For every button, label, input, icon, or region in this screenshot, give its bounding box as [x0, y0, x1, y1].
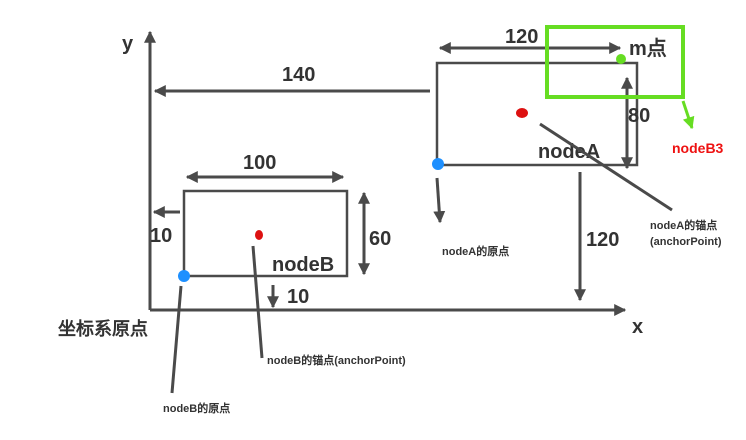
node-b-offset-y-label: 10 — [287, 286, 309, 308]
x-axis-label: x — [632, 316, 643, 338]
node-a-origin-dot — [432, 158, 444, 170]
node-a-offset-y-label: 120 — [586, 229, 619, 251]
node-a-name: nodeA — [538, 141, 600, 163]
node-a-height-label: 80 — [628, 105, 650, 127]
y-axis-label: y — [122, 33, 134, 55]
node-b-anchor-dot — [255, 230, 263, 240]
node-b-offset-x-label: 10 — [150, 225, 172, 247]
node-a-anchor-caption-line2: (anchorPoint) — [650, 236, 722, 248]
origin-label: 坐标系原点 — [58, 318, 148, 340]
node-b-width-label: 100 — [243, 152, 276, 174]
node-a-offset-x-label: 140 — [282, 64, 315, 86]
node-b-rect — [182, 189, 349, 278]
node-b-origin-caption: nodeB的原点 — [163, 401, 230, 415]
node-b3-label: nodeB3 — [672, 140, 724, 156]
node-a-width-label: 120 — [505, 26, 538, 48]
node-b-name: nodeB — [272, 254, 334, 276]
node-b3-highlight — [545, 25, 685, 99]
m-point-dot — [616, 54, 626, 64]
node-a-rect — [435, 61, 639, 167]
node-b-origin-pointer — [170, 285, 183, 394]
node-b3-pointer — [681, 100, 695, 130]
node-b-height-label: 60 — [369, 228, 391, 250]
node-a-origin-pointer — [433, 177, 446, 224]
node-a-anchor-pointer — [539, 122, 673, 212]
node-a-anchor-dot — [516, 108, 528, 118]
m-point-label: m点 — [629, 37, 667, 60]
node-a-origin-caption: nodeA的原点 — [442, 244, 509, 258]
node-b-anchor-caption: nodeB的锚点(anchorPoint) — [267, 353, 406, 367]
node-a-anchor-caption-line1: nodeA的锚点 — [650, 218, 717, 232]
node-b-origin-dot — [178, 270, 190, 282]
node-b-anchor-pointer — [251, 245, 264, 359]
